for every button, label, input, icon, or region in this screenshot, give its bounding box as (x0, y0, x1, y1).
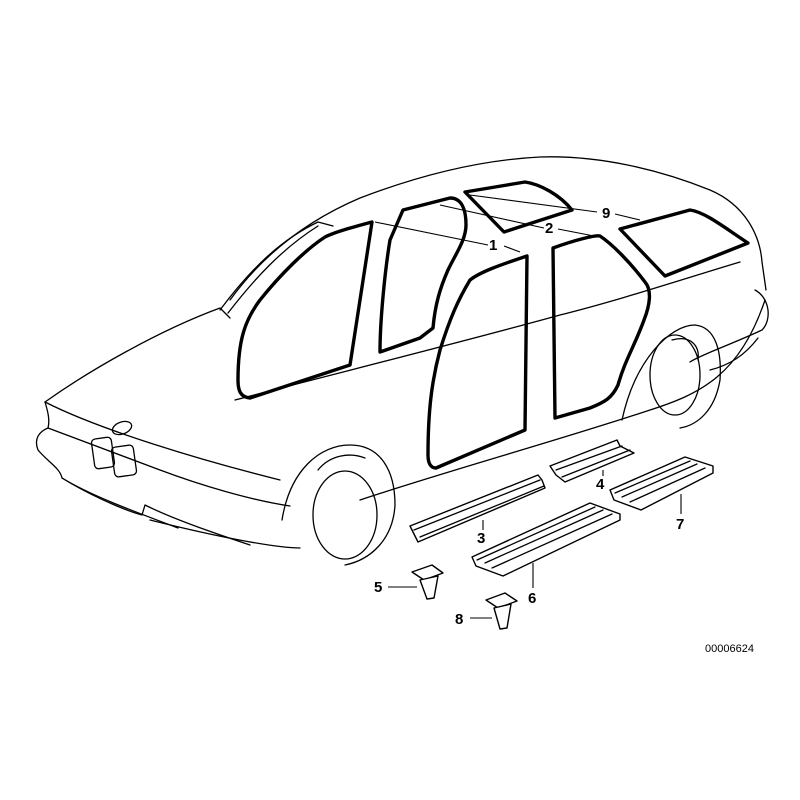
sill-strip-3 (409, 474, 546, 543)
seal-outlines (236, 180, 750, 470)
seal-quarter-window (463, 180, 574, 234)
leader-lines (374, 194, 682, 619)
sill-strip-6 (471, 502, 621, 577)
callout-9[interactable]: 9 (602, 205, 611, 222)
seal-front-door (236, 220, 374, 400)
callout-2[interactable]: 2 (545, 220, 554, 237)
car-body-outline (35, 156, 769, 566)
sill-strip-4 (549, 439, 635, 483)
callout-5[interactable]: 5 (374, 579, 383, 596)
callout-3[interactable]: 3 (477, 530, 486, 547)
clip-5 (411, 564, 444, 600)
callout-8[interactable]: 8 (455, 611, 464, 628)
seal-front-right-door (426, 254, 529, 470)
clip-8 (485, 592, 518, 630)
callout-6[interactable]: 6 (528, 590, 537, 607)
seal-rear-right-door (551, 234, 652, 420)
seal-rear-side-window (618, 208, 750, 278)
callout-1[interactable]: 1 (489, 237, 498, 254)
seal-rear-door-window (378, 196, 468, 354)
callout-7[interactable]: 7 (676, 516, 685, 533)
sill-strip-7 (609, 456, 714, 511)
drawing-number: 00006624 (705, 643, 754, 655)
callout-4[interactable]: 4 (596, 476, 605, 493)
